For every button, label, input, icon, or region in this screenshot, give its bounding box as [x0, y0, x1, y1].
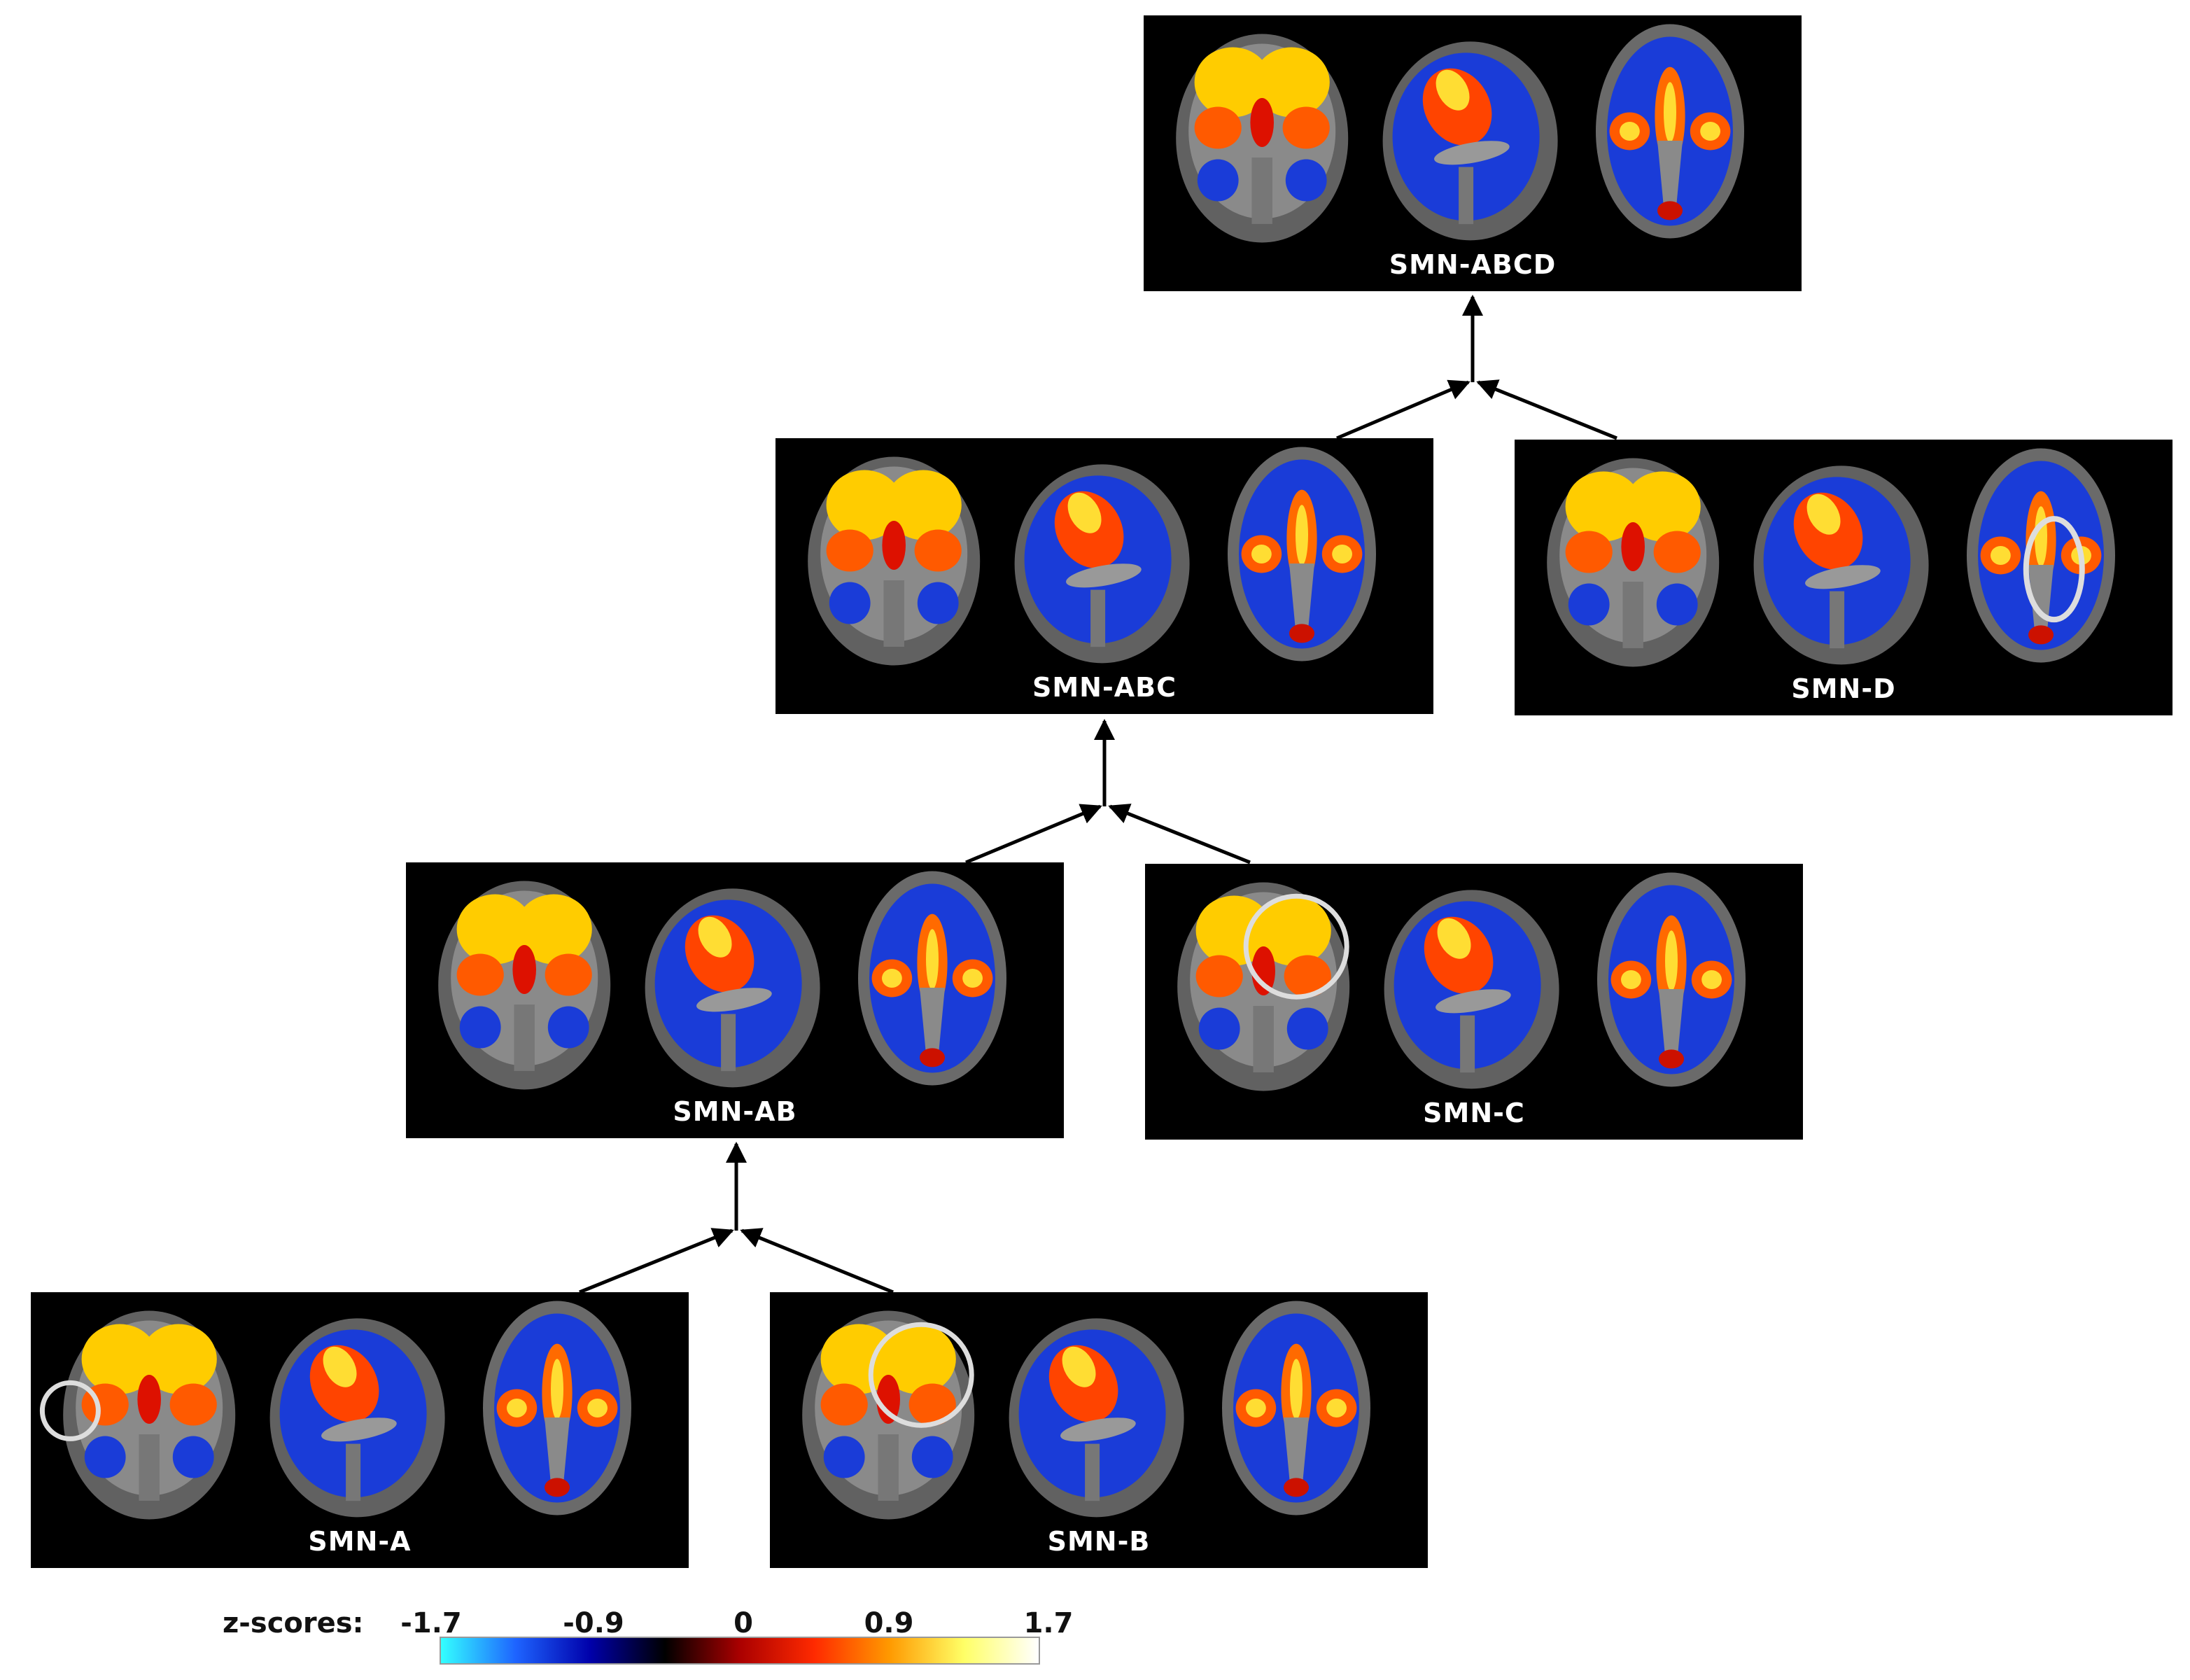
panel-label: SMN-ABC	[1032, 672, 1177, 703]
panel-b: SMN-B	[770, 1292, 1428, 1568]
panel-d: SMN-D	[1515, 440, 2173, 715]
panel-ab: SMN-AB	[406, 862, 1064, 1138]
arrow-ab-to-abc	[965, 804, 1102, 864]
panel-c: SMN-C	[1145, 864, 1803, 1140]
colorbar-tick-max: 1.7	[1023, 1607, 1074, 1639]
colorbar-tick-pos: 0.9	[864, 1607, 914, 1639]
panel-a: SMN-A	[31, 1292, 689, 1568]
highlight-circle	[2023, 516, 2085, 623]
panel-label: SMN-ABCD	[1389, 249, 1557, 280]
panel-label: SMN-AB	[673, 1096, 797, 1127]
colorbar	[440, 1637, 1040, 1665]
arrow-b-to-ab	[740, 1228, 894, 1294]
arrow-abc-to-abcd	[1336, 379, 1470, 440]
panel-abc: SMN-ABC	[775, 438, 1433, 714]
brain-slices	[808, 447, 1376, 666]
panel-abcd: SMN-ABCD	[1144, 15, 1802, 291]
panel-label: SMN-D	[1791, 673, 1896, 704]
colorbar-tick-zero: 0	[733, 1607, 753, 1639]
colorbar-tick-neg: -0.9	[563, 1607, 624, 1639]
panel-label: SMN-C	[1423, 1098, 1525, 1128]
brain-slices	[1177, 872, 1746, 1091]
brain-slices	[1547, 448, 2115, 667]
highlight-circle	[39, 1380, 101, 1441]
highlight-circle	[868, 1322, 974, 1428]
brain-slices	[1176, 24, 1744, 243]
brain-slices	[39, 1301, 631, 1520]
panel-label: SMN-A	[308, 1526, 412, 1557]
arrow-a-to-ab	[579, 1228, 734, 1294]
arrow-c-to-abc	[1108, 804, 1251, 864]
highlight-circle	[1243, 893, 1349, 1000]
colorbar-label: z-scores:	[223, 1607, 364, 1639]
panel-label: SMN-B	[1047, 1526, 1151, 1557]
brain-slices	[802, 1301, 1370, 1520]
brain-slices	[438, 871, 1006, 1090]
arrow-d-to-abcd	[1476, 379, 1617, 440]
colorbar-tick-min: -1.7	[400, 1607, 462, 1639]
